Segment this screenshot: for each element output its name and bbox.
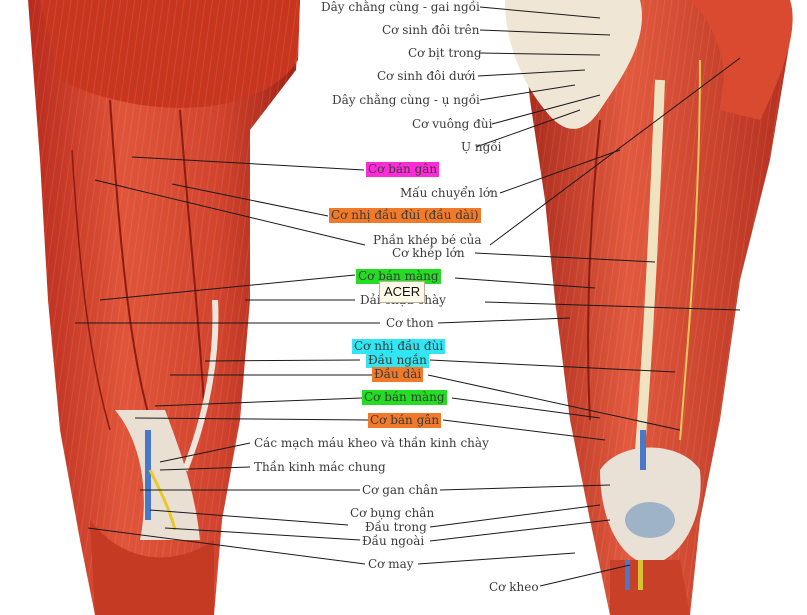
label-ischial-tuberosity: Ụ ngồi xyxy=(461,140,502,154)
label-adductor-magnus: Cơ khép lớn xyxy=(392,246,465,260)
label-inferior-gemellus: Cơ sinh đôi dưới xyxy=(377,69,476,83)
label-quadratus-femoris: Cơ vuông đùi xyxy=(412,117,493,131)
label-biceps-femoris-long-head: Cơ nhị đầu đùi (đầu dài) xyxy=(329,208,481,223)
leader-lines xyxy=(75,6,741,587)
label-popliteal-vessels-tibial-nerve: Các mạch máu kheo và thần kinh chày xyxy=(254,436,489,450)
label-medial-head: Đầu trong xyxy=(365,520,427,534)
label-plantaris: Cơ gan chân xyxy=(362,483,438,497)
label-short-head: Đầu ngắn xyxy=(366,353,429,368)
label-semitendinosus-upper: Cơ bán gân xyxy=(366,162,440,177)
label-gracilis: Cơ thon xyxy=(386,316,434,330)
label-long-head: Đầu dài xyxy=(372,367,424,382)
label-sacrospinous-ligament: Dây chằng cùng - gai ngồi xyxy=(321,0,480,14)
label-gastrocnemius: Cơ bụng chân xyxy=(350,506,435,520)
label-semitendinosus-lower: Cơ bán gân xyxy=(368,413,442,428)
label-biceps-femoris: Cơ nhị đầu đùi xyxy=(352,339,446,354)
label-sartorius: Cơ may xyxy=(368,557,414,571)
label-popliteus: Cơ kheo xyxy=(489,580,539,594)
label-greater-trochanter: Mấu chuyển lớn xyxy=(400,186,498,200)
label-obturator-internus: Cơ bịt trong xyxy=(408,46,482,60)
label-semimembranosus-lower: Cơ bán màng xyxy=(362,390,447,405)
acer-tag: ACER xyxy=(379,281,426,303)
label-superior-gemellus: Cơ sinh đôi trên xyxy=(382,23,480,37)
label-adductor-minimus-part: Phần khép bé của xyxy=(373,233,482,247)
label-lateral-head: Đầu ngoài xyxy=(362,534,425,548)
label-sacrotuberous-ligament: Dây chằng cùng - ụ ngồi xyxy=(332,93,480,107)
left-leg xyxy=(28,0,300,615)
label-common-peroneal-nerve: Thần kinh mác chung xyxy=(254,460,386,474)
label-semimembranosus-upper: Cơ bán màng xyxy=(356,269,441,284)
